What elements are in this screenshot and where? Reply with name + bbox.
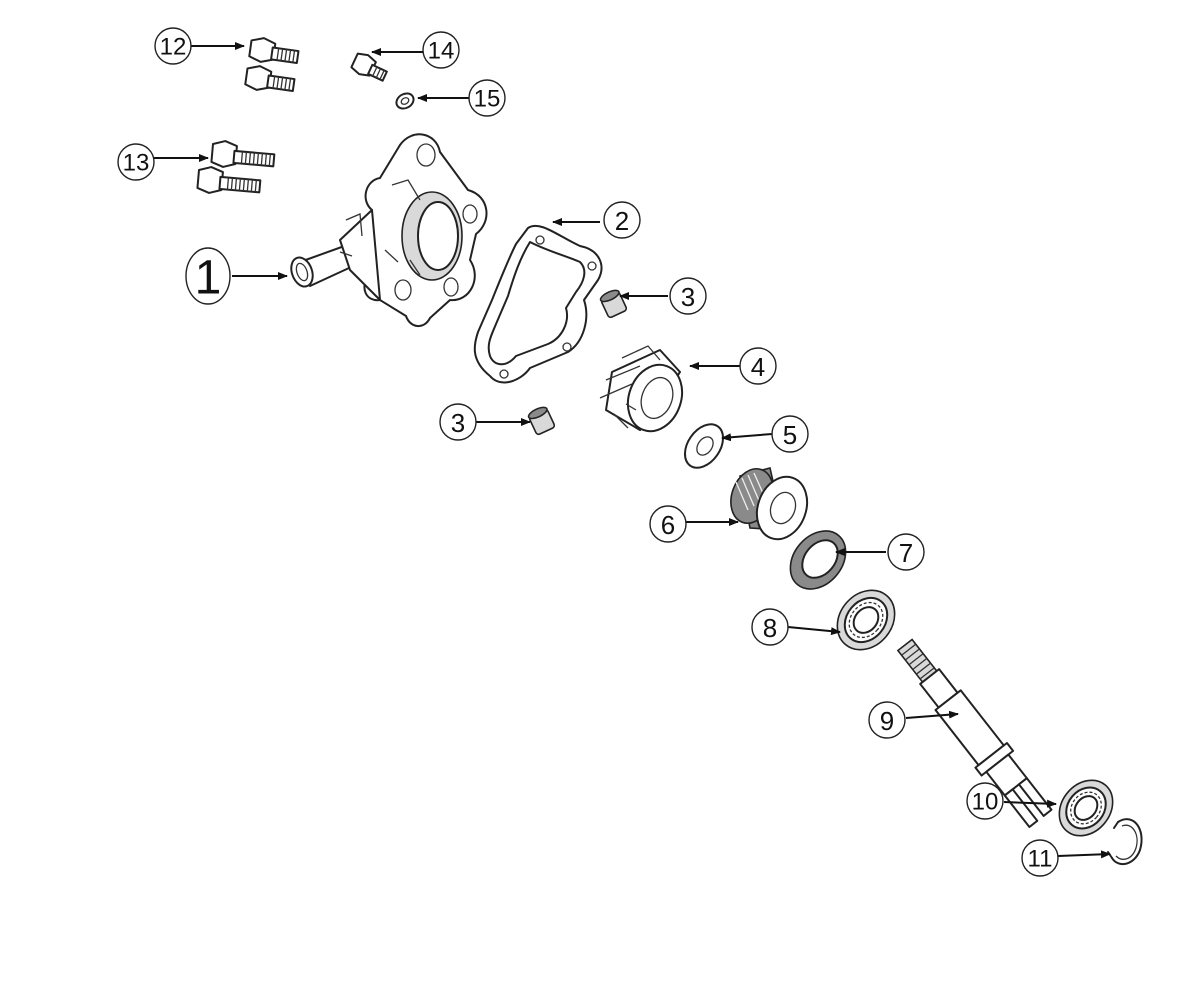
callout-4: 4 <box>739 347 777 385</box>
callout-15: 15 <box>468 79 506 117</box>
part-15-washer <box>395 92 415 110</box>
callout-6-label: 6 <box>661 510 675 540</box>
callout-5: 5 <box>771 415 809 453</box>
leader-line-5 <box>721 433 773 442</box>
callout-13-label: 13 <box>123 150 150 177</box>
callout-11: 11 <box>1021 839 1059 877</box>
part-1-pump-housing <box>290 133 488 327</box>
callout-7-label: 7 <box>899 538 913 568</box>
leader-line-10 <box>1003 799 1057 808</box>
part-10-bearing <box>1058 779 1114 837</box>
part-4-impeller <box>599 345 684 433</box>
callout-7: 7 <box>887 533 925 571</box>
callout-4-label: 4 <box>751 352 765 382</box>
part-8-bearing <box>836 589 896 651</box>
callout-1-label: 1 <box>195 252 222 305</box>
callout-3-lower: 3 <box>439 403 477 441</box>
part-14-drain-bolt <box>350 52 388 82</box>
callout-3-upper: 3 <box>669 277 707 315</box>
part-7-oil-seal <box>789 530 847 590</box>
callout-8: 8 <box>751 608 789 646</box>
callout-9-label: 9 <box>880 706 894 736</box>
callout-8-label: 8 <box>763 613 777 643</box>
callout-12: 12 <box>154 27 192 65</box>
callout-12-label: 12 <box>160 34 187 61</box>
callout-10: 10 <box>966 782 1004 820</box>
part-3-dowel-pin-upper <box>599 289 628 319</box>
leader-lines <box>154 42 1111 859</box>
part-6-mechanical-seal <box>730 467 809 541</box>
callout-3-lower-label: 3 <box>451 408 465 438</box>
callout-2-label: 2 <box>615 206 629 236</box>
callout-15-label: 15 <box>474 86 501 113</box>
part-3-dowel-pin-lower <box>527 406 556 436</box>
part-12-short-bolts <box>244 37 300 92</box>
leader-line-9 <box>905 710 959 719</box>
callout-3-upper-label: 3 <box>681 282 695 312</box>
callout-14: 14 <box>422 31 460 69</box>
leader-line-11 <box>1057 850 1111 859</box>
callout-1: 1 <box>185 247 231 305</box>
leader-line-8 <box>787 626 841 636</box>
callout-6: 6 <box>649 505 687 543</box>
callout-11-label: 11 <box>1028 846 1053 873</box>
part-9-shaft <box>896 638 1053 828</box>
callout-10-label: 10 <box>972 789 999 816</box>
callout-14-label: 14 <box>428 38 455 65</box>
part-13-long-bolts <box>196 140 276 194</box>
callout-9: 9 <box>868 701 906 739</box>
callout-5-label: 5 <box>783 420 797 450</box>
callout-2: 2 <box>603 201 641 239</box>
callout-13: 13 <box>117 143 155 181</box>
part-2-gasket <box>473 225 603 384</box>
part-11-circlip <box>1107 818 1143 866</box>
part-5-washer <box>683 423 725 469</box>
